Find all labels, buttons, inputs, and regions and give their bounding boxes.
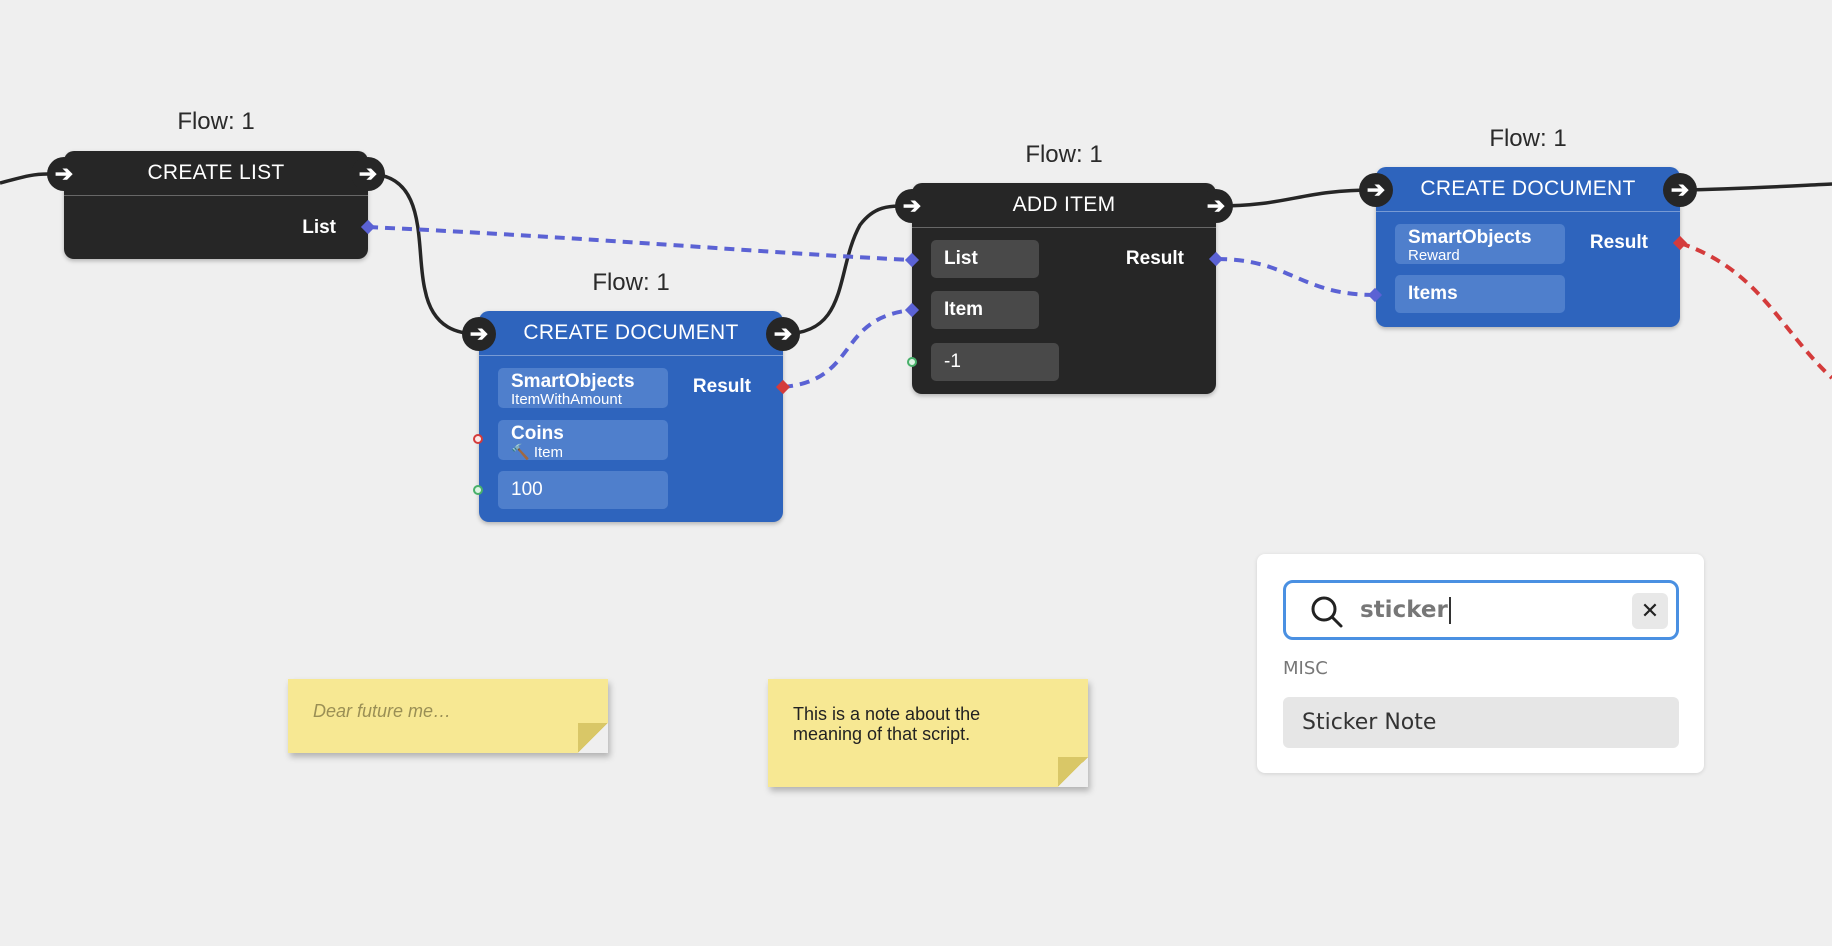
output-label-list: List: [302, 217, 336, 238]
flow-wire-additem-to-doc2: [1216, 188, 1376, 208]
flow-out-arrow-icon[interactable]: ➔: [766, 317, 800, 351]
output-label-result: Result: [1589, 232, 1648, 253]
node-search-panel: sticker ✕ MISC Sticker Note: [1257, 554, 1704, 773]
coins-field[interactable]: Coins 🔨 Item: [498, 420, 668, 461]
output-label-result: Result: [1125, 248, 1184, 269]
amount-input-pin[interactable]: [473, 485, 483, 495]
search-result-sticker-note[interactable]: Sticker Note: [1283, 697, 1679, 748]
search-input[interactable]: sticker ✕: [1283, 580, 1679, 640]
flow-label-create-list: Flow: 1: [177, 108, 255, 135]
data-wire-doc1-result-item: [782, 308, 913, 389]
section-label: MISC: [1283, 658, 1328, 679]
add-item-node[interactable]: ADD ITEM List Item -1 Result: [912, 183, 1216, 394]
data-wire-list: [367, 225, 913, 262]
flow-wire-out: [1679, 182, 1832, 192]
index-input-pin[interactable]: [907, 357, 917, 367]
flow-label-add-item: Flow: 1: [1025, 141, 1103, 168]
flow-wire-list-to-doc1: [367, 172, 480, 336]
type-selector[interactable]: SmartObjects ItemWithAmount: [498, 368, 668, 408]
flow-in-arrow-icon[interactable]: ➔: [47, 157, 81, 191]
node-title: CREATE LIST: [64, 151, 368, 196]
type-sub: Reward: [1408, 247, 1460, 264]
sticky-fold: [1058, 757, 1088, 787]
sticky-note-1[interactable]: Dear future me…: [288, 679, 608, 753]
coins-input-pin[interactable]: [473, 434, 483, 444]
items-input-field[interactable]: Items: [1395, 275, 1565, 313]
search-query[interactable]: sticker: [1360, 597, 1451, 624]
flow-in-arrow-icon[interactable]: ➔: [895, 189, 929, 223]
type-sub: ItemWithAmount: [511, 391, 622, 408]
close-icon[interactable]: ✕: [1632, 593, 1668, 629]
flow-wire-doc1-to-additem: [782, 204, 911, 336]
node-title: CREATE DOCUMENT: [1376, 167, 1680, 212]
hammer-icon-item-sub: 🔨 Item: [511, 444, 564, 461]
type-main: SmartObjects: [1408, 227, 1532, 248]
type-selector[interactable]: SmartObjects Reward: [1395, 224, 1565, 264]
sticky-fold: [578, 723, 608, 753]
data-wire-doc2-result-error: [1679, 241, 1832, 380]
search-icon: [1311, 596, 1343, 628]
create-document-node-1[interactable]: CREATE DOCUMENT SmartObjects ItemWithAmo…: [479, 311, 783, 522]
create-document-node-2[interactable]: CREATE DOCUMENT SmartObjects Reward Item…: [1376, 167, 1680, 327]
create-list-node[interactable]: CREATE LIST List: [64, 151, 368, 259]
amount-input[interactable]: 100: [498, 471, 668, 509]
coins-main: Coins: [511, 423, 564, 444]
node-title: CREATE DOCUMENT: [479, 311, 783, 356]
flow-out-arrow-icon[interactable]: ➔: [351, 157, 385, 191]
flow-out-arrow-icon[interactable]: ➔: [1663, 173, 1697, 207]
output-label-result: Result: [692, 376, 751, 397]
list-input-field[interactable]: List: [931, 240, 1039, 278]
flow-in-arrow-icon[interactable]: ➔: [1359, 173, 1393, 207]
item-input-field[interactable]: Item: [931, 291, 1039, 329]
flow-out-arrow-icon[interactable]: ➔: [1199, 189, 1233, 223]
sticky-line-1: This is a note about the: [793, 704, 981, 724]
sticky-note-text[interactable]: This is a note about the meaning of that…: [793, 704, 980, 744]
type-main: SmartObjects: [511, 371, 635, 392]
node-title: ADD ITEM: [912, 183, 1216, 228]
flow-wire-in: [0, 172, 49, 185]
sticky-note-text[interactable]: Dear future me…: [313, 701, 452, 721]
flow-label-create-document-2: Flow: 1: [1489, 125, 1567, 152]
sticky-line-2: meaning of that script.: [793, 724, 971, 744]
index-input[interactable]: -1: [931, 343, 1059, 381]
flow-label-create-document-1: Flow: 1: [592, 269, 670, 296]
sticky-note-2[interactable]: This is a note about the meaning of that…: [768, 679, 1088, 787]
data-wire-additem-result-items: [1216, 257, 1376, 297]
flow-in-arrow-icon[interactable]: ➔: [462, 317, 496, 351]
